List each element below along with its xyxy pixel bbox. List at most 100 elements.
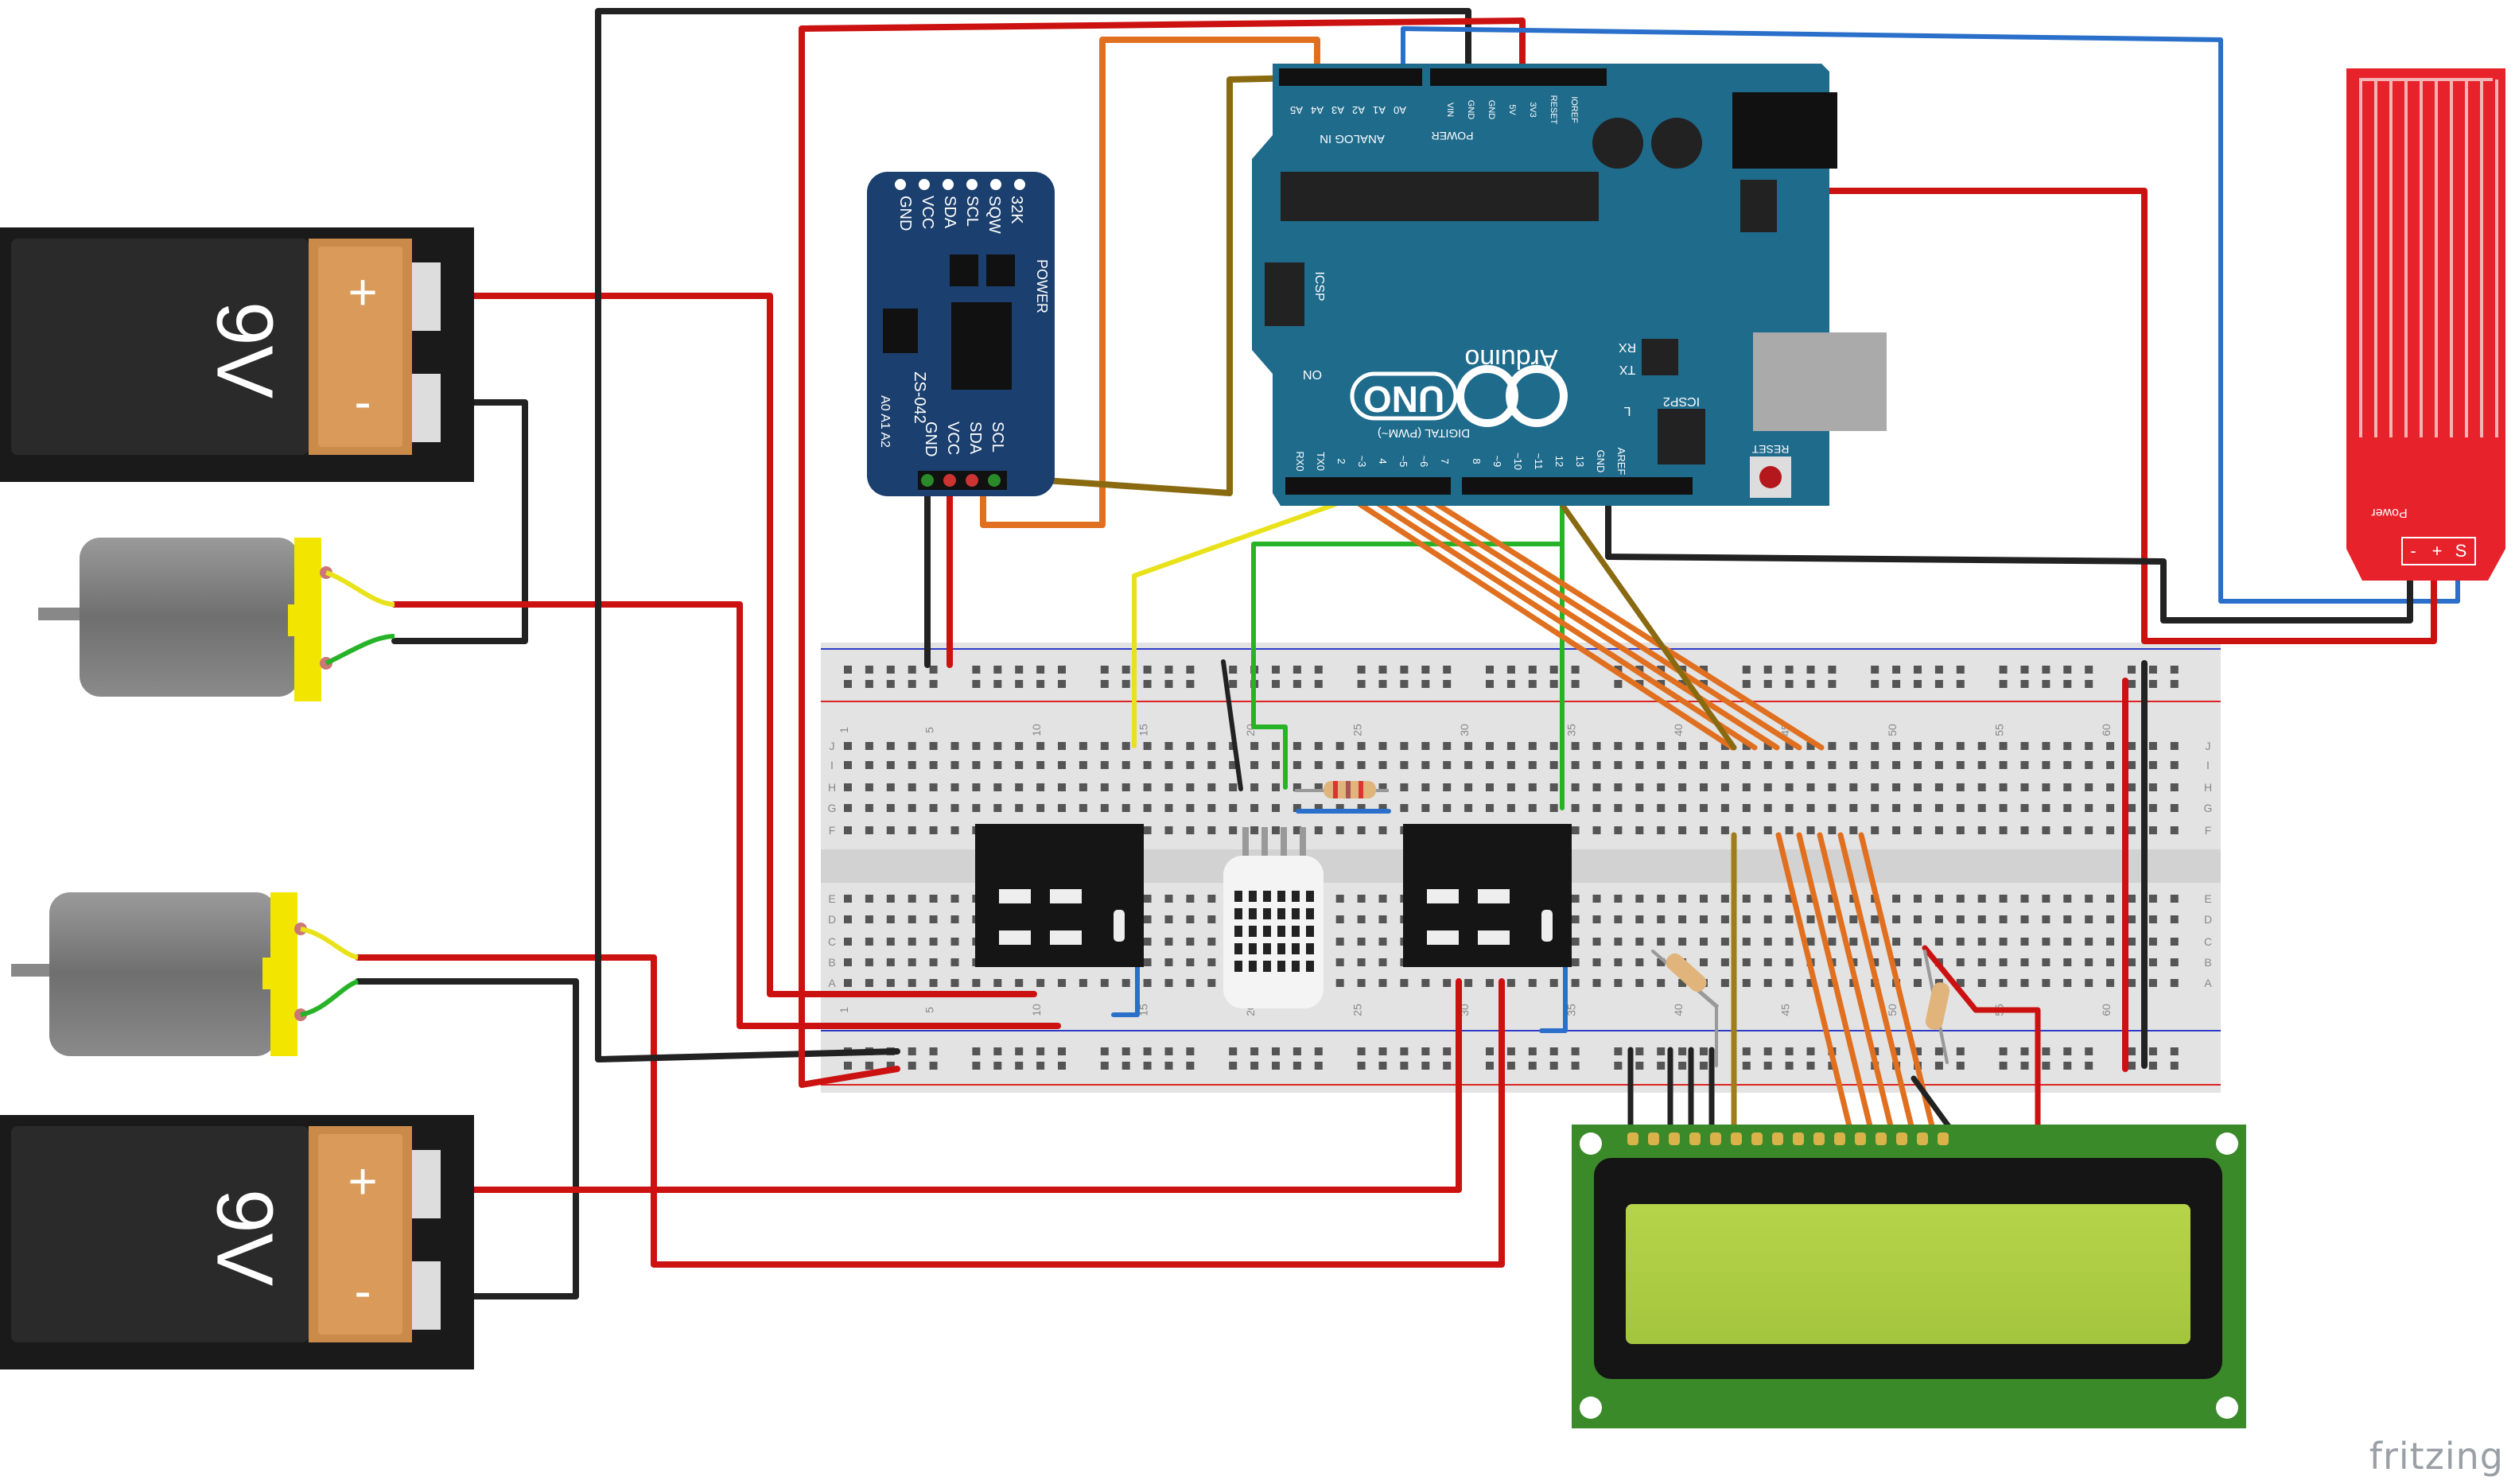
wire-sensor-gnd xyxy=(1605,484,2413,624)
analog-pin-label: A3 xyxy=(1331,104,1344,116)
bb-row-letter: J xyxy=(830,740,835,752)
battery-1-minus: - xyxy=(354,373,371,430)
bb-col-number: 5 xyxy=(923,1007,936,1013)
wire-battery1-negative xyxy=(391,399,528,644)
digital-pin-label: 8 xyxy=(1471,458,1483,464)
bb-col-number: 40 xyxy=(1672,1004,1685,1016)
wire-d6-orange xyxy=(1406,484,1825,751)
on-label: ON xyxy=(1303,367,1322,381)
l-label: L xyxy=(1623,404,1631,418)
wires xyxy=(355,8,2460,1299)
bb-row-letter: A xyxy=(828,977,836,989)
digital-pin-label: ~5 xyxy=(1397,456,1409,468)
power-pin-label: VIN xyxy=(1445,103,1455,117)
bb-row-letter: H xyxy=(828,781,836,794)
sensor-pin-s: S xyxy=(2455,541,2467,561)
rtc-top-pin-label: 32K xyxy=(1008,196,1025,224)
power-pin-label: GND xyxy=(1487,100,1496,120)
wire-lcd-d7 xyxy=(1837,832,1915,1132)
wire-a4-orange xyxy=(980,37,1320,528)
rtc-top-pin-label: VCC xyxy=(919,196,936,229)
bb-row-letter: F xyxy=(829,824,836,837)
dht-sensor xyxy=(1223,827,1324,1008)
wire-black-short xyxy=(1221,659,1243,791)
bb-col-number: 1 xyxy=(838,1007,850,1013)
relay-1 xyxy=(975,824,1144,967)
bb-row-letter: I xyxy=(830,759,834,771)
wire-d3-orange xyxy=(1349,484,1758,751)
wire-yellow xyxy=(1132,497,1351,748)
bb-row-letter: D xyxy=(828,913,836,926)
sensor-power-label: Power xyxy=(2371,506,2408,519)
bb-col-number: 50 xyxy=(1886,724,1899,736)
wire-d2-orange xyxy=(1330,484,1736,751)
water-level-sensor: Power - + S xyxy=(2346,68,2505,581)
motor-2 xyxy=(11,892,360,1056)
bb-row-letter: I xyxy=(2206,759,2210,771)
bb-col-number: 50 xyxy=(1886,1004,1899,1016)
bb-row-letter: G xyxy=(828,802,837,814)
wire-lcd-d6 xyxy=(1817,832,1895,1132)
bb-col-number: 60 xyxy=(2100,1004,2113,1016)
bb-row-letter: D xyxy=(2204,913,2212,926)
power-pin-label: 5V xyxy=(1507,104,1517,115)
bb-row-letter: J xyxy=(2206,740,2211,752)
rtc-bottom-pin-label: SDA xyxy=(966,422,984,455)
wire-gnd-top xyxy=(595,8,1471,1062)
rtc-power-label: POWER xyxy=(1034,259,1050,313)
resistor-3 xyxy=(1923,950,1950,1063)
bb-col-number: 55 xyxy=(1993,724,2006,736)
tx-label: TX xyxy=(1619,363,1635,376)
digital-label: DIGITAL (PWM~) xyxy=(1378,426,1470,440)
bb-row-letter: B xyxy=(828,956,835,969)
rtc-top-header xyxy=(895,179,1025,190)
digital-pin-label: 2 xyxy=(1335,458,1347,464)
wire-lcd-e xyxy=(1858,832,1936,1132)
resistor-1 xyxy=(1295,781,1389,798)
motor-1 xyxy=(38,538,395,701)
battery-2-plus: + xyxy=(348,1152,377,1210)
bb-row-letter: B xyxy=(2204,956,2211,969)
wire-a0-blue xyxy=(1401,26,2460,604)
digital-pin-label: ~6 xyxy=(1418,456,1430,468)
bb-row-letter: G xyxy=(2204,802,2213,814)
icsp-label: ICSP xyxy=(1312,271,1326,301)
bb-col-number: 15 xyxy=(1137,1004,1150,1016)
bb-col-number: 45 xyxy=(1779,1004,1792,1016)
bb-col-number: 35 xyxy=(1565,1004,1578,1016)
wire-motor1-red xyxy=(391,601,1061,1029)
wire-a5-olive xyxy=(996,75,1303,496)
sensor-pin-plus: + xyxy=(2432,541,2443,561)
wire-d11-olive xyxy=(1546,484,1737,751)
rtc-bottom-pin-label: SCL xyxy=(989,422,1006,453)
wire-d4-orange xyxy=(1368,484,1780,751)
bb-col-number: 25 xyxy=(1351,724,1364,736)
bb-row-letter: E xyxy=(2204,892,2211,905)
bb-col-number: 10 xyxy=(1030,1004,1043,1016)
power-pin-label: IOREF xyxy=(1569,96,1579,123)
power-pin-label: RESET xyxy=(1549,95,1558,125)
rx-label: RX xyxy=(1619,340,1637,354)
bb-row-letter: F xyxy=(2205,824,2212,837)
bb-col-number: 15 xyxy=(1137,724,1150,736)
lcd-display xyxy=(1572,1125,2246,1428)
analog-pin-label: A2 xyxy=(1352,104,1365,116)
rtc-top-pin-label: SDA xyxy=(941,196,958,229)
rtc-model-label: ZS-042 xyxy=(911,371,928,424)
analog-pin-label: A5 xyxy=(1290,104,1303,116)
rtc-top-pin-label: SCL xyxy=(963,196,981,227)
wire-lcd-d5 xyxy=(1796,832,1874,1132)
digital-pin-label: TX0 xyxy=(1315,452,1327,471)
lcd-pin-header xyxy=(1627,1132,1949,1145)
arduino-model: UNO xyxy=(1363,379,1444,420)
digital-pin-label: RX0 xyxy=(1294,451,1306,471)
bb-col-number: 35 xyxy=(1565,724,1578,736)
analog-pin-label: A4 xyxy=(1311,104,1324,116)
